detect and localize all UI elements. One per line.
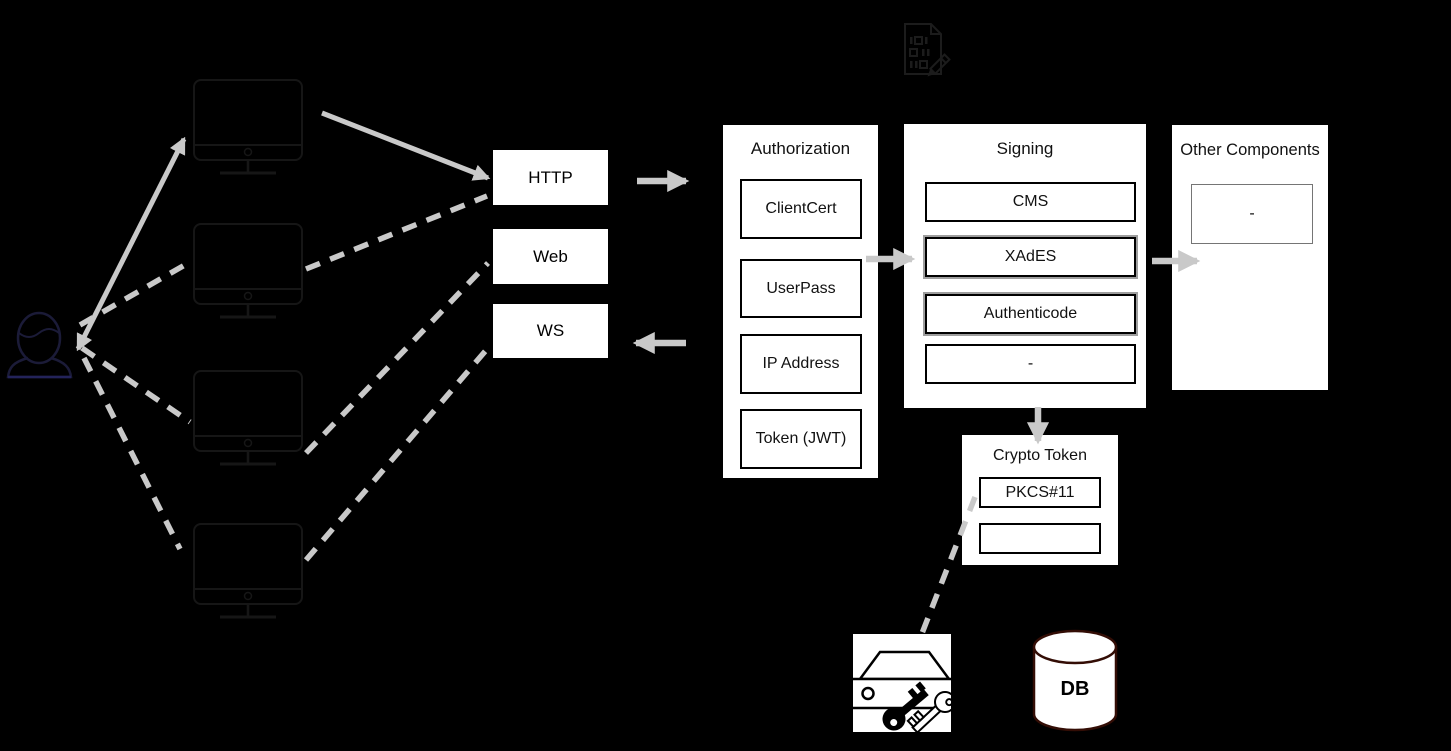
dashed-client4-to-ws	[303, 346, 491, 562]
dashed-user-to-client3	[80, 345, 192, 425]
client-monitor-icon-4	[193, 523, 303, 619]
client-monitor-icon-2	[193, 223, 303, 319]
dashed-user-to-client2	[78, 259, 192, 328]
other-components-title: Other Components	[1180, 141, 1320, 159]
auth-method-ipaddress: IP Address	[740, 334, 862, 394]
person-icon	[6, 311, 73, 379]
signed-document-icon	[904, 23, 951, 77]
crypto-token-panel: Crypto Token PKCS#11	[960, 433, 1120, 567]
signing-format-cms: CMS	[925, 182, 1136, 222]
crypto-token-title: Crypto Token	[993, 447, 1087, 464]
interface-label: HTTP	[528, 167, 573, 187]
pencil-icon	[927, 53, 951, 77]
outline-key-icon	[906, 691, 951, 732]
hsm-device-icon	[853, 650, 951, 710]
other-component-item: -	[1191, 184, 1313, 244]
arrow-client1-to-http	[321, 110, 491, 181]
signing-title: Signing	[996, 139, 1054, 158]
dashed-client3-to-web	[304, 261, 490, 455]
signing-format-xades: XAdES	[925, 237, 1136, 277]
dashed-user-to-client4	[81, 356, 183, 551]
signing-format-empty: -	[925, 344, 1136, 384]
interface-label: WS	[536, 321, 565, 340]
signing-panel: Signing CMS XAdES Authenticode -	[902, 122, 1148, 410]
arrow-user-client1	[75, 136, 187, 352]
interface-box-http: HTTP	[491, 148, 610, 207]
interface-label: Web	[533, 246, 568, 266]
interface-box-ws: WS	[491, 302, 610, 360]
crypto-slot-empty	[979, 523, 1101, 554]
auth-method-token-jwt: Token (JWT)	[740, 409, 862, 469]
other-components-panel: Other Components -	[1170, 123, 1330, 392]
auth-method-userpass: UserPass	[740, 259, 862, 318]
authorization-title: Authorization	[750, 139, 851, 158]
authorization-panel: Authorization ClientCert UserPass IP Add…	[721, 123, 880, 480]
black-key-icon	[882, 681, 929, 731]
crypto-slot-pkcs11: PKCS#11	[979, 477, 1101, 508]
client-monitors	[193, 79, 303, 619]
signing-format-authenticode: Authenticode	[925, 294, 1136, 334]
dashed-client2-to-http	[304, 193, 489, 272]
client-monitor-icon-1	[193, 79, 303, 175]
database-label: DB	[1060, 678, 1090, 700]
interface-box-web: Web	[491, 227, 610, 286]
client-monitor-icon-3	[193, 370, 303, 466]
auth-method-clientcert: ClientCert	[740, 179, 862, 239]
document-text-lines	[910, 37, 930, 68]
hsm-icon	[853, 634, 951, 732]
